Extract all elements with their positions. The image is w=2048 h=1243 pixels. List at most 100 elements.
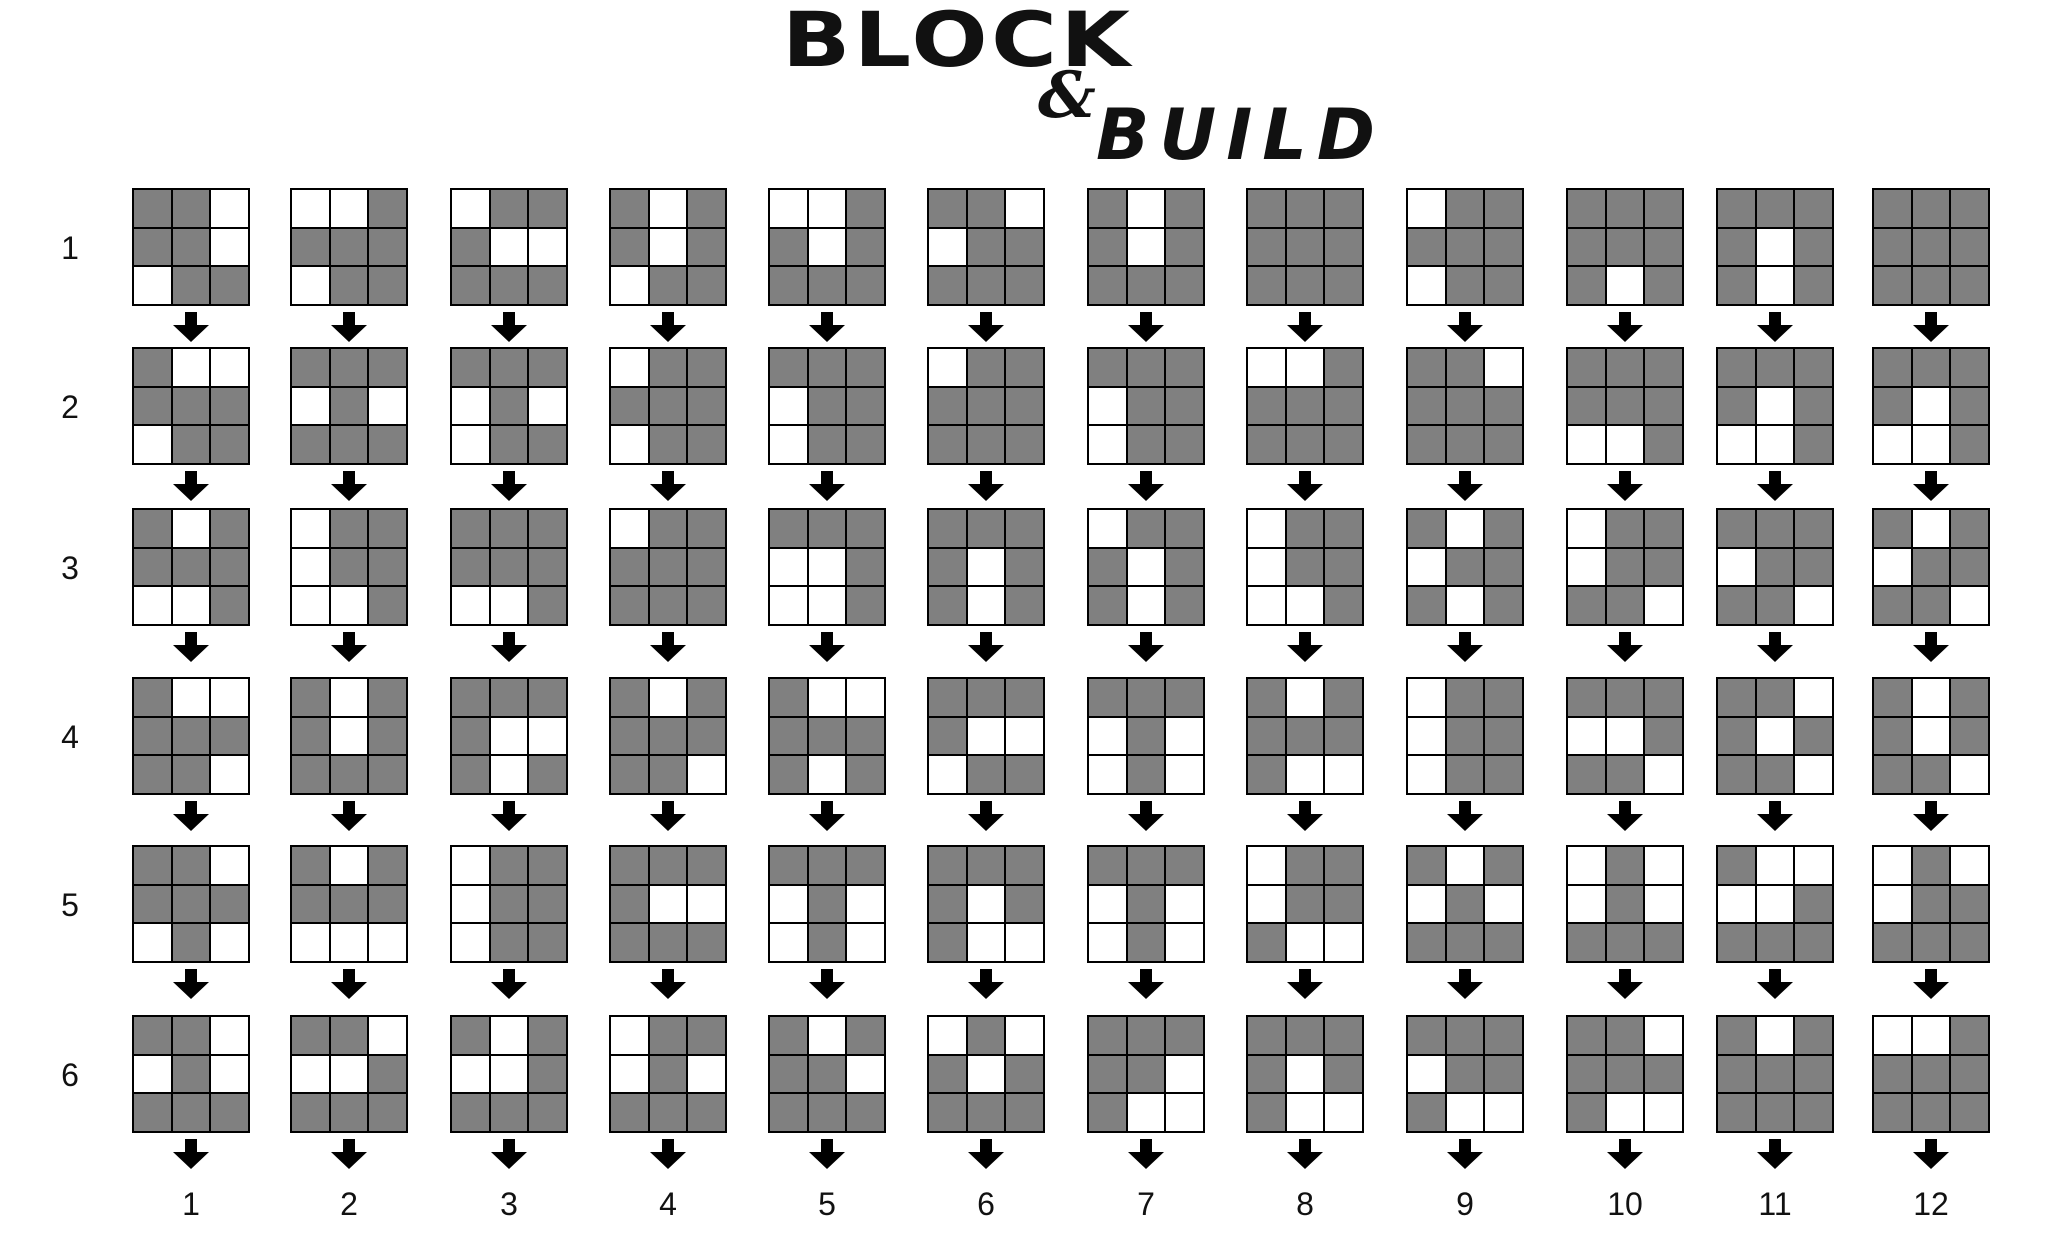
filled-cell [134,1017,171,1054]
filled-cell [1446,756,1484,793]
filled-cell [847,847,884,884]
filled-cell [452,679,489,716]
filled-cell [1485,267,1522,304]
filled-cell [649,426,687,463]
empty-cell [1951,756,1988,793]
empty-cell [808,679,846,716]
filled-cell [172,924,210,961]
filled-cell [1756,1094,1794,1131]
pattern-grid [1716,347,1834,465]
filled-cell [369,679,406,716]
filled-cell [1408,387,1445,425]
filled-cell [1089,1017,1126,1054]
filled-cell [1951,426,1988,463]
empty-cell [1568,510,1605,547]
pattern-grid [1716,1015,1834,1133]
empty-cell [808,228,846,266]
filled-cell [1446,228,1484,266]
filled-cell [688,267,725,304]
filled-cell [1446,387,1484,425]
filled-cell [369,1055,406,1093]
empty-cell [211,679,248,716]
pattern-grid [1246,347,1364,465]
pattern-grid [927,845,1045,963]
filled-cell [1795,1094,1832,1131]
filled-cell [929,1094,966,1131]
filled-cell [1166,228,1203,266]
filled-cell [1286,267,1324,304]
filled-cell [529,426,566,463]
empty-cell [1645,756,1682,793]
filled-cell [1325,510,1362,547]
filled-cell [1485,847,1522,884]
down-arrow-icon [491,1139,527,1169]
pattern-grid [1406,1015,1524,1133]
filled-cell [1874,924,1911,961]
empty-cell [1645,1094,1682,1131]
empty-cell [1408,717,1445,755]
down-arrow-icon [491,801,527,831]
empty-cell [1606,1094,1644,1131]
empty-cell [1286,924,1324,961]
filled-cell [688,847,725,884]
filled-cell [929,190,966,227]
empty-cell [1408,1055,1445,1093]
filled-cell [1446,679,1484,716]
down-arrow-icon [1607,969,1643,999]
pattern-grid [768,508,886,626]
empty-cell [808,1017,846,1054]
filled-cell [330,756,368,793]
filled-cell [172,548,210,586]
filled-cell [211,510,248,547]
filled-cell [369,190,406,227]
filled-cell [134,349,171,386]
down-arrow-icon [1287,312,1323,342]
empty-cell [490,756,528,793]
filled-cell [770,349,807,386]
empty-cell [1645,847,1682,884]
filled-cell [1006,679,1043,716]
filled-cell [1718,924,1755,961]
down-arrow-icon [1128,632,1164,662]
down-arrow-icon [1447,1139,1483,1169]
filled-cell [1286,847,1324,884]
empty-cell [211,349,248,386]
filled-cell [1795,228,1832,266]
pattern-grid [1246,188,1364,306]
filled-cell [330,1017,368,1054]
column-label: 8 [1296,1186,1314,1222]
empty-cell [1951,587,1988,624]
down-arrow-icon [650,471,686,501]
empty-cell [847,1055,884,1093]
down-arrow-icon [968,312,1004,342]
pattern-grid [1566,845,1684,963]
down-arrow-icon [1128,1139,1164,1169]
empty-cell [770,885,807,923]
filled-cell [649,349,687,386]
filled-cell [1951,1094,1988,1131]
filled-cell [611,587,648,624]
filled-cell [1089,349,1126,386]
filled-cell [967,510,1005,547]
filled-cell [1912,190,1950,227]
pattern-grid [927,508,1045,626]
filled-cell [1912,924,1950,961]
down-arrow-icon [173,969,209,999]
empty-cell [1166,717,1203,755]
filled-cell [1718,1017,1755,1054]
empty-cell [211,190,248,227]
empty-cell [1718,885,1755,923]
filled-cell [1874,228,1911,266]
filled-cell [1485,924,1522,961]
empty-cell [1756,267,1794,304]
pattern-grid [450,508,568,626]
empty-cell [1127,228,1165,266]
filled-cell [1325,1017,1362,1054]
filled-cell [1089,228,1126,266]
filled-cell [529,548,566,586]
empty-cell [490,587,528,624]
filled-cell [1718,190,1755,227]
empty-cell [172,679,210,716]
empty-cell [770,190,807,227]
empty-cell [611,349,648,386]
